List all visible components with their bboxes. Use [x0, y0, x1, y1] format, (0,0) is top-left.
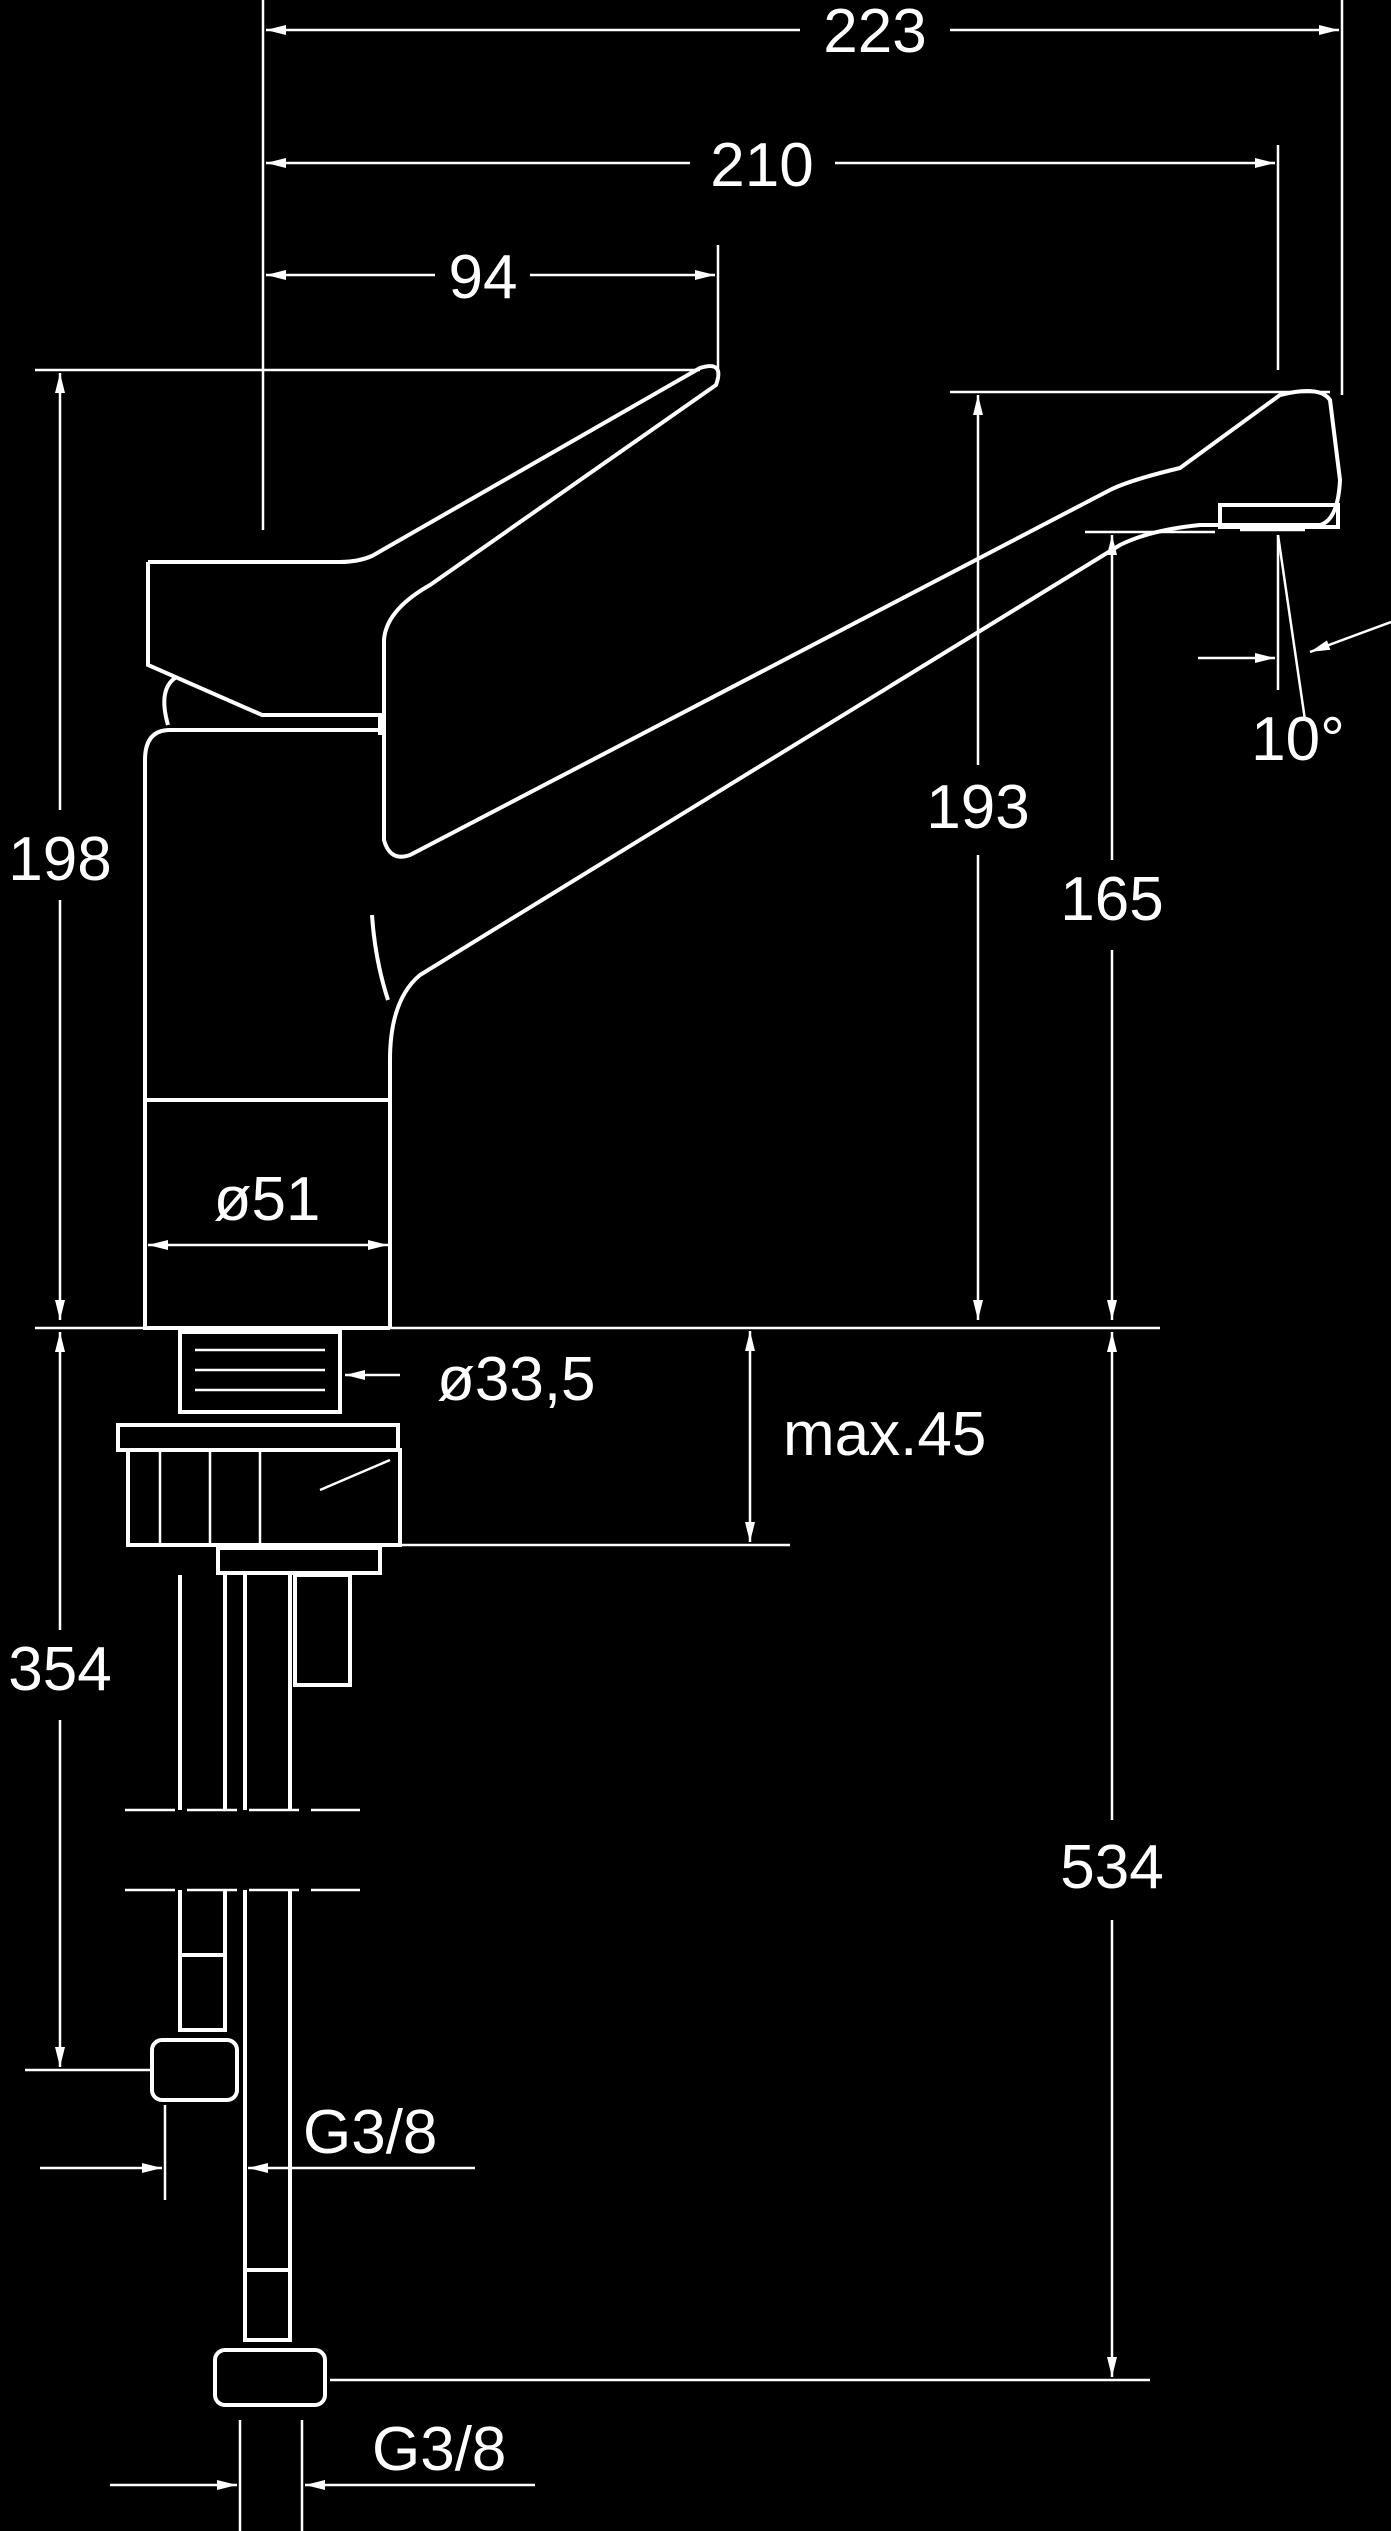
- dim-max-deck: max.45: [400, 1331, 986, 1547]
- faucet-body: [143, 364, 1343, 1330]
- dim-body-diameter: ø51: [148, 1165, 388, 1250]
- dim-spout-reach: 210: [266, 131, 1280, 370]
- hose-long-label: 534: [1060, 1833, 1163, 1902]
- shank: [178, 1330, 342, 1414]
- dim-spout-angle: 10°: [1198, 534, 1391, 774]
- body-cylinder: [143, 728, 390, 1330]
- clamp-plate: [216, 1546, 382, 1575]
- spout-height-label: 193: [926, 773, 1029, 842]
- shank-diameter-label: ø33,5: [437, 1345, 596, 1414]
- mounting-assembly: [116, 1330, 402, 1687]
- dim-shank-diameter: ø33,5: [338, 1330, 596, 1414]
- washer: [116, 1423, 400, 1452]
- lever-offset-label: 94: [449, 243, 518, 312]
- stud: [293, 1573, 352, 1687]
- lever-top: [146, 562, 382, 735]
- lower-fitting: [243, 2268, 292, 2342]
- aerator: [1218, 503, 1340, 529]
- upper-fitting: [178, 1953, 227, 2032]
- thread-upper-label: G3/8: [303, 2098, 437, 2167]
- dim-thread-lower: G3/8: [110, 2415, 535, 2531]
- hoses: [125, 1575, 360, 2407]
- outlet-height-label: 165: [1060, 865, 1163, 934]
- dim-spout-height: 193: [926, 390, 1330, 1320]
- lever-handle: [148, 364, 1343, 1328]
- spout-angle-label: 10°: [1251, 705, 1345, 774]
- dim-hose-short: 354: [8, 1332, 150, 2072]
- lower-nut: [213, 2348, 327, 2407]
- thread-lower-label: G3/8: [372, 2415, 506, 2484]
- mounting-nut: [126, 1448, 402, 1547]
- dim-thread-upper: G3/8: [40, 2098, 475, 2200]
- upper-nut: [150, 2038, 239, 2102]
- overall-width-label: 223: [823, 0, 926, 66]
- dim-outlet-height: 165: [1060, 530, 1215, 1320]
- dim-lever-offset: 94: [266, 243, 720, 375]
- spout-reach-label: 210: [710, 131, 813, 200]
- hose-short-label: 354: [8, 1635, 111, 1704]
- total-height-label: 198: [8, 825, 111, 894]
- dim-total-height: 198: [8, 368, 700, 1320]
- body-diameter-label: ø51: [214, 1165, 321, 1234]
- max-deck-label: max.45: [783, 1400, 986, 1469]
- dim-overall-width: 223: [261, 0, 1344, 530]
- dim-hose-long: 534: [330, 1332, 1164, 2382]
